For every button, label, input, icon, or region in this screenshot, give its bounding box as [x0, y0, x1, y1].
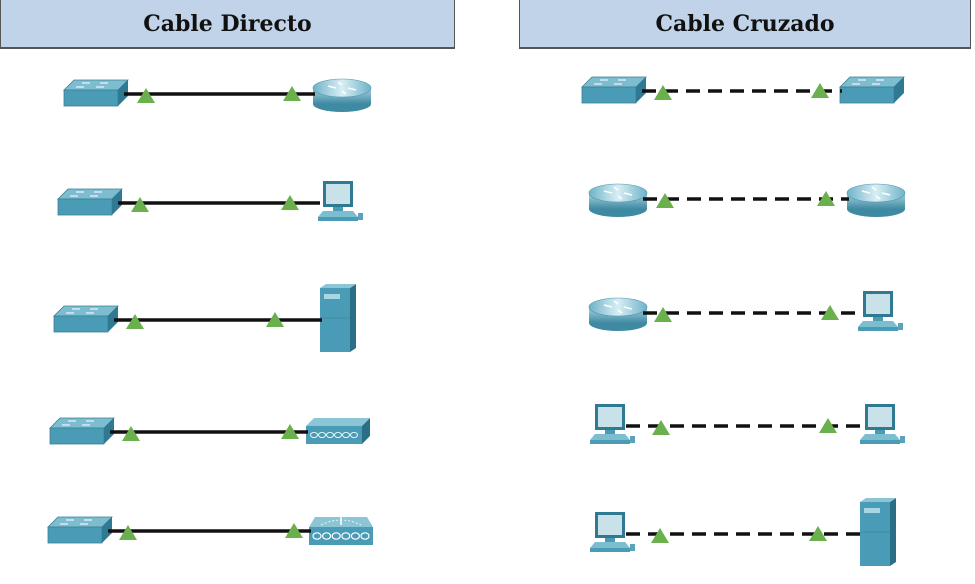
- header-crossover-title: Cable Cruzado: [655, 10, 835, 37]
- straight-device-access-point: [309, 511, 373, 545]
- crossover-device-router: [588, 297, 648, 331]
- crossover-device-pc: [860, 404, 905, 444]
- header-crossover: Cable Cruzado: [519, 0, 971, 49]
- straight-endpoint-right-0: [283, 86, 301, 101]
- crossover-device-server: [860, 498, 896, 566]
- crossover-endpoint-right-2: [821, 305, 839, 320]
- crossover-endpoint-right-4: [809, 526, 827, 541]
- straight-device-switch: [47, 516, 113, 544]
- straight-endpoint-left-1: [131, 197, 149, 212]
- straight-endpoint-right-2: [266, 312, 284, 327]
- crossover-device-pc: [590, 512, 635, 552]
- crossover-endpoint-left-3: [652, 420, 670, 435]
- straight-endpoint-left-4: [119, 525, 137, 540]
- crossover-endpoint-right-1: [817, 191, 835, 206]
- crossover-endpoint-left-1: [656, 193, 674, 208]
- straight-endpoint-right-3: [281, 424, 299, 439]
- crossover-endpoint-left-0: [654, 85, 672, 100]
- crossover-device-pc: [858, 291, 903, 331]
- crossover-endpoint-right-0: [811, 83, 829, 98]
- crossover-endpoint-left-4: [651, 528, 669, 543]
- straight-device-switch: [57, 188, 123, 216]
- straight-endpoint-left-3: [122, 426, 140, 441]
- straight-device-server: [320, 284, 356, 352]
- straight-endpoint-left-2: [126, 314, 144, 329]
- straight-device-pc: [318, 181, 363, 221]
- crossover-endpoint-right-3: [819, 418, 837, 433]
- header-straight-through: Cable Directo: [0, 0, 455, 49]
- straight-device-switch: [49, 417, 115, 445]
- straight-device-switch: [63, 79, 129, 107]
- header-straight-through-title: Cable Directo: [143, 10, 312, 37]
- straight-device-router: [312, 78, 372, 112]
- crossover-device-switch: [581, 76, 647, 104]
- straight-device-hub: [306, 418, 370, 444]
- crossover-device-router: [588, 183, 648, 217]
- straight-endpoint-right-1: [281, 195, 299, 210]
- straight-device-switch: [53, 305, 119, 333]
- straight-endpoint-right-4: [285, 523, 303, 538]
- crossover-device-router: [846, 183, 906, 217]
- crossover-endpoint-left-2: [654, 307, 672, 322]
- crossover-device-switch: [839, 76, 905, 104]
- straight-endpoint-left-0: [137, 88, 155, 103]
- crossover-device-pc: [590, 404, 635, 444]
